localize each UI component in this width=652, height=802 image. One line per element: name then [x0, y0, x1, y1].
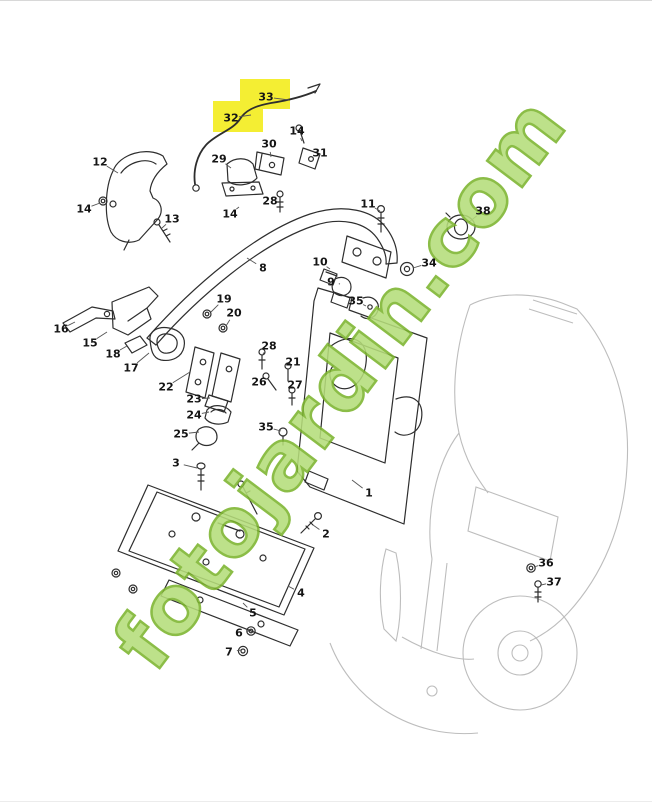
leader-line — [363, 305, 366, 306]
leader-line — [202, 412, 209, 413]
leader-line — [313, 525, 319, 529]
leader-line — [202, 398, 210, 399]
leader-line — [211, 305, 218, 312]
leader-line — [91, 203, 100, 206]
leader-line — [237, 650, 241, 651]
leader-line — [327, 267, 330, 269]
leader-line — [97, 332, 107, 339]
leader-line — [189, 432, 199, 433]
leader-line — [184, 465, 197, 468]
leader-line — [270, 152, 271, 157]
leader-line — [173, 372, 190, 383]
leader-line — [301, 138, 302, 141]
leader-line — [68, 322, 75, 325]
leader-line — [120, 346, 127, 350]
leader-line — [236, 207, 239, 209]
machine-sketch — [330, 295, 628, 734]
highlight-region — [213, 101, 263, 132]
leader-line — [226, 320, 230, 326]
leader-line — [413, 265, 421, 268]
leader-line — [137, 353, 149, 363]
leader-line — [243, 603, 247, 607]
leader-line — [225, 164, 231, 168]
part-art — [63, 84, 541, 656]
leader-line — [352, 480, 363, 488]
leader-line — [162, 224, 166, 228]
highlight-layer — [213, 79, 290, 132]
leader-line — [288, 586, 294, 589]
